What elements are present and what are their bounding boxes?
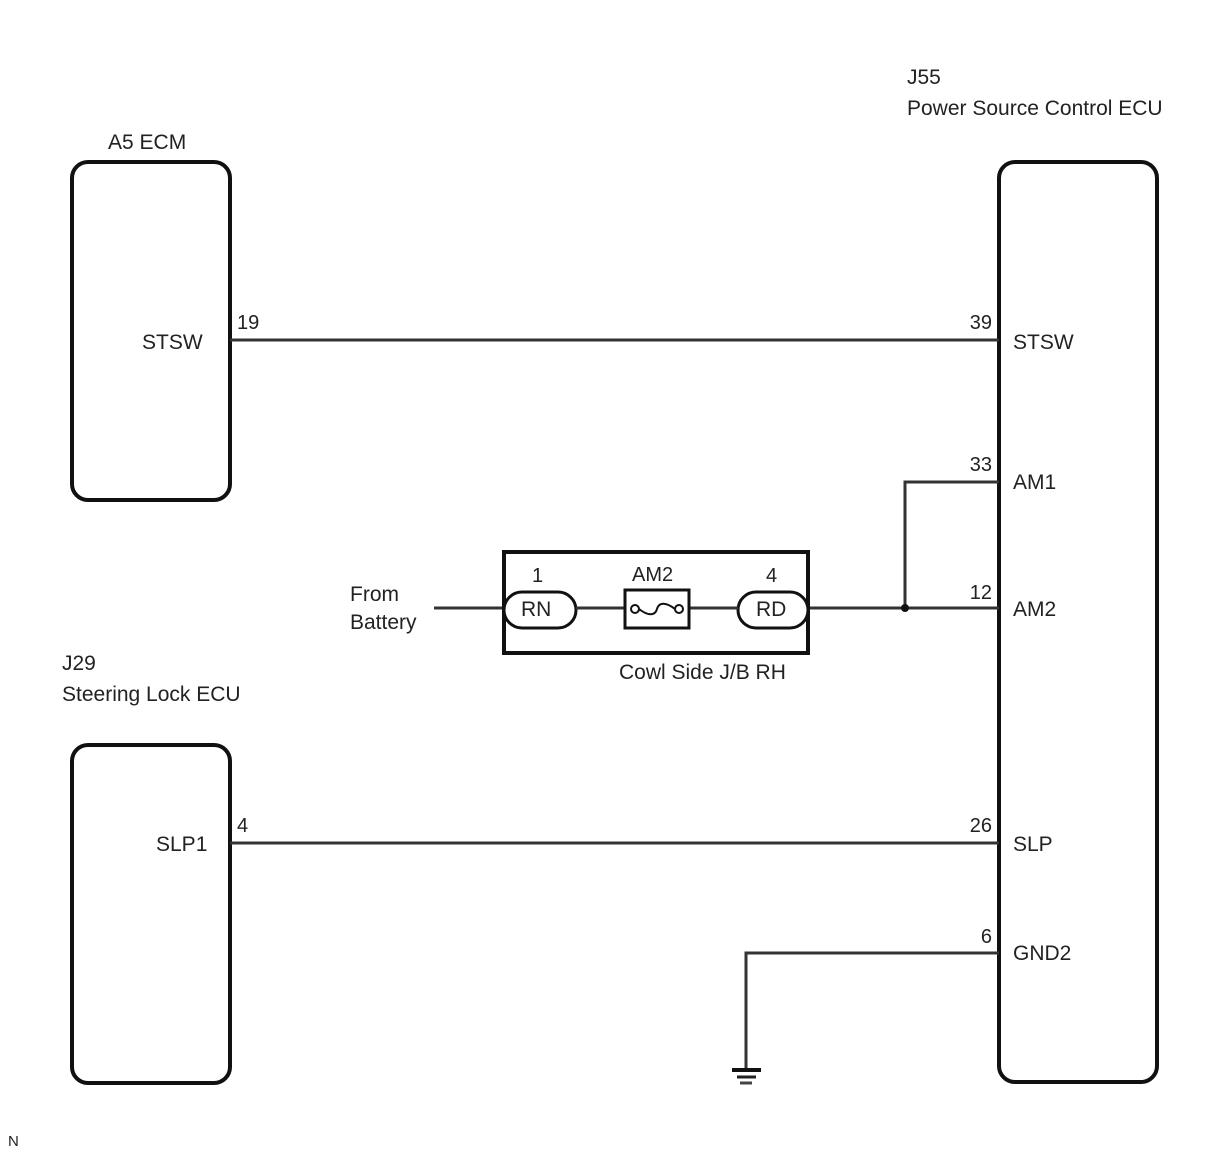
wire-am1	[903, 480, 999, 608]
junction-block-name: Cowl Side J/B RH	[619, 661, 786, 684]
terminal-label: AM1	[1013, 471, 1057, 494]
power-source-name: Power Source Control ECU	[907, 97, 1163, 120]
ecm-terminal-label: STSW	[142, 331, 203, 354]
diagram-code: N	[8, 1133, 19, 1150]
terminal-label: AM2	[1013, 598, 1057, 621]
ecm-pin: 19	[237, 312, 260, 334]
rn-pin: 1	[532, 565, 544, 587]
power-source-ecu-box	[997, 160, 1159, 1084]
terminal-label: SLP	[1013, 833, 1053, 856]
connector-rd	[736, 590, 810, 630]
wire-gnd2	[744, 951, 999, 1068]
rn-label: RN	[521, 598, 552, 621]
terminal-pin: 33	[969, 454, 992, 476]
battery-label-line1: From	[350, 583, 399, 606]
steering-lock-ecu-box	[70, 743, 232, 1085]
terminal-pin: 6	[980, 926, 992, 948]
connector-rn	[502, 590, 578, 630]
power-source-id: J55	[907, 66, 941, 89]
terminal-label: GND2	[1013, 942, 1072, 965]
battery-label-line2: Battery	[350, 611, 417, 634]
steering-lock-terminal-label: SLP1	[156, 833, 208, 856]
ecm-title: A5 ECM	[108, 131, 187, 154]
steering-lock-id: J29	[62, 652, 96, 675]
terminal-label: STSW	[1013, 331, 1074, 354]
rd-label: RD	[756, 598, 787, 621]
terminal-pin: 12	[969, 582, 992, 604]
steering-lock-name: Steering Lock ECU	[62, 683, 241, 706]
fuse-icon	[623, 588, 691, 630]
ground-icon	[732, 1068, 761, 1085]
terminal-pin: 26	[969, 815, 992, 837]
terminal-pin: 39	[969, 312, 992, 334]
rd-pin: 4	[766, 565, 778, 587]
splice-point	[901, 604, 909, 612]
fuse-label: AM2	[632, 564, 674, 586]
steering-lock-pin: 4	[237, 815, 249, 837]
ecm-box	[70, 160, 232, 502]
